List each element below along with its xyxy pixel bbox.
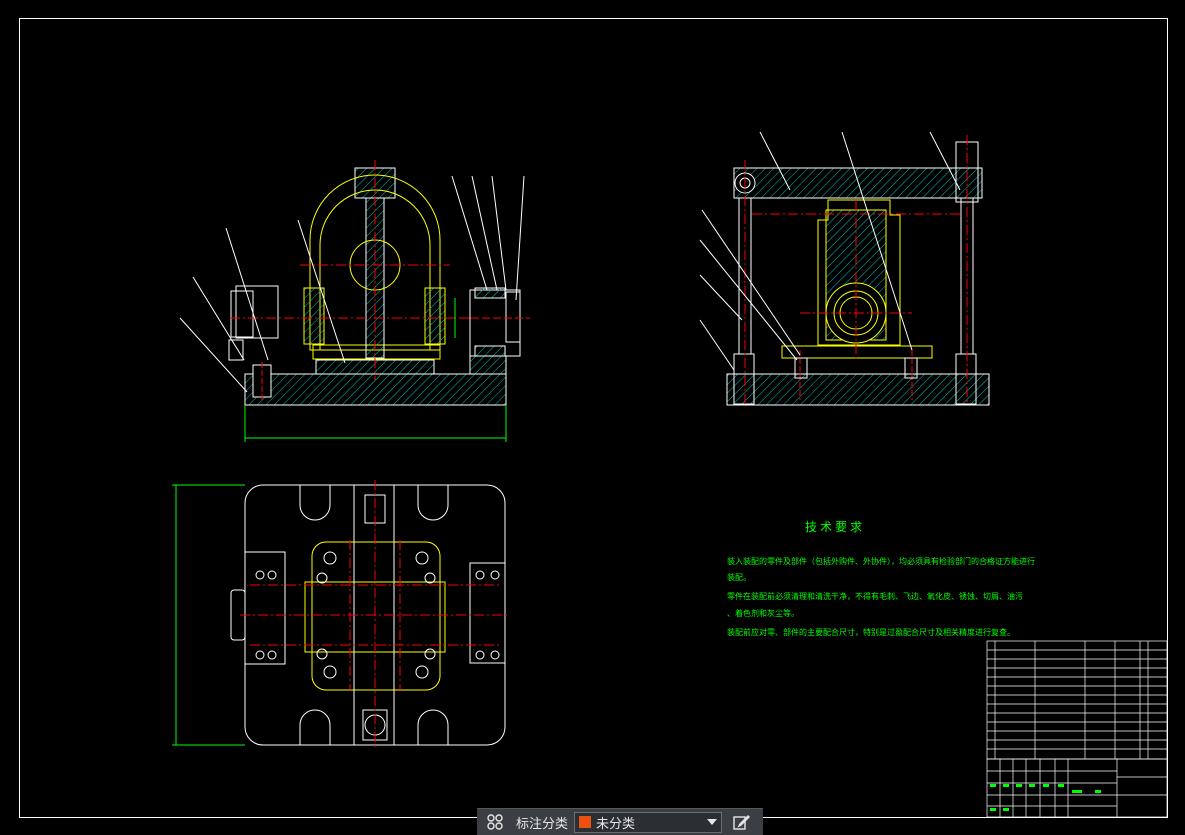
tech-requirement-line: 装配。 <box>727 573 751 582</box>
tech-requirement-line: 装配前应对零、部件的主要配合尺寸，特别是过盈配合尺寸及相关精度进行复查。 <box>727 628 1015 637</box>
annotation-category-select[interactable]: 未分类 <box>574 811 723 833</box>
top-view <box>172 480 510 750</box>
chevron-down-icon[interactable] <box>703 818 721 826</box>
tech-requirements-title: 技术要求 <box>805 520 866 534</box>
category-select-value: 未分类 <box>596 816 636 832</box>
tech-requirement-line: 装入装配的零件及部件（包括外购件、外协件），均必须具有检验部门的合格证方能进行 <box>727 557 1035 566</box>
title-block-green-marks <box>990 784 1101 811</box>
tech-requirement-line: 、着色剂和灰尘等。 <box>727 609 799 618</box>
tech-requirement-line: 零件在装配前必须清理和清洗干净，不得有毛刺、飞边、氧化皮、锈蚀、切屑、油污 <box>727 592 1023 601</box>
front-view <box>179 160 530 442</box>
edit-icon[interactable] <box>728 809 754 835</box>
annotation-category-label: 标注分类 <box>516 816 569 832</box>
category-color-swatch <box>579 816 592 828</box>
grid-icon[interactable] <box>482 809 508 835</box>
annotation-toolbar: 标注分类 未分类 <box>477 808 763 835</box>
side-view <box>699 131 990 406</box>
title-block <box>986 640 1168 818</box>
